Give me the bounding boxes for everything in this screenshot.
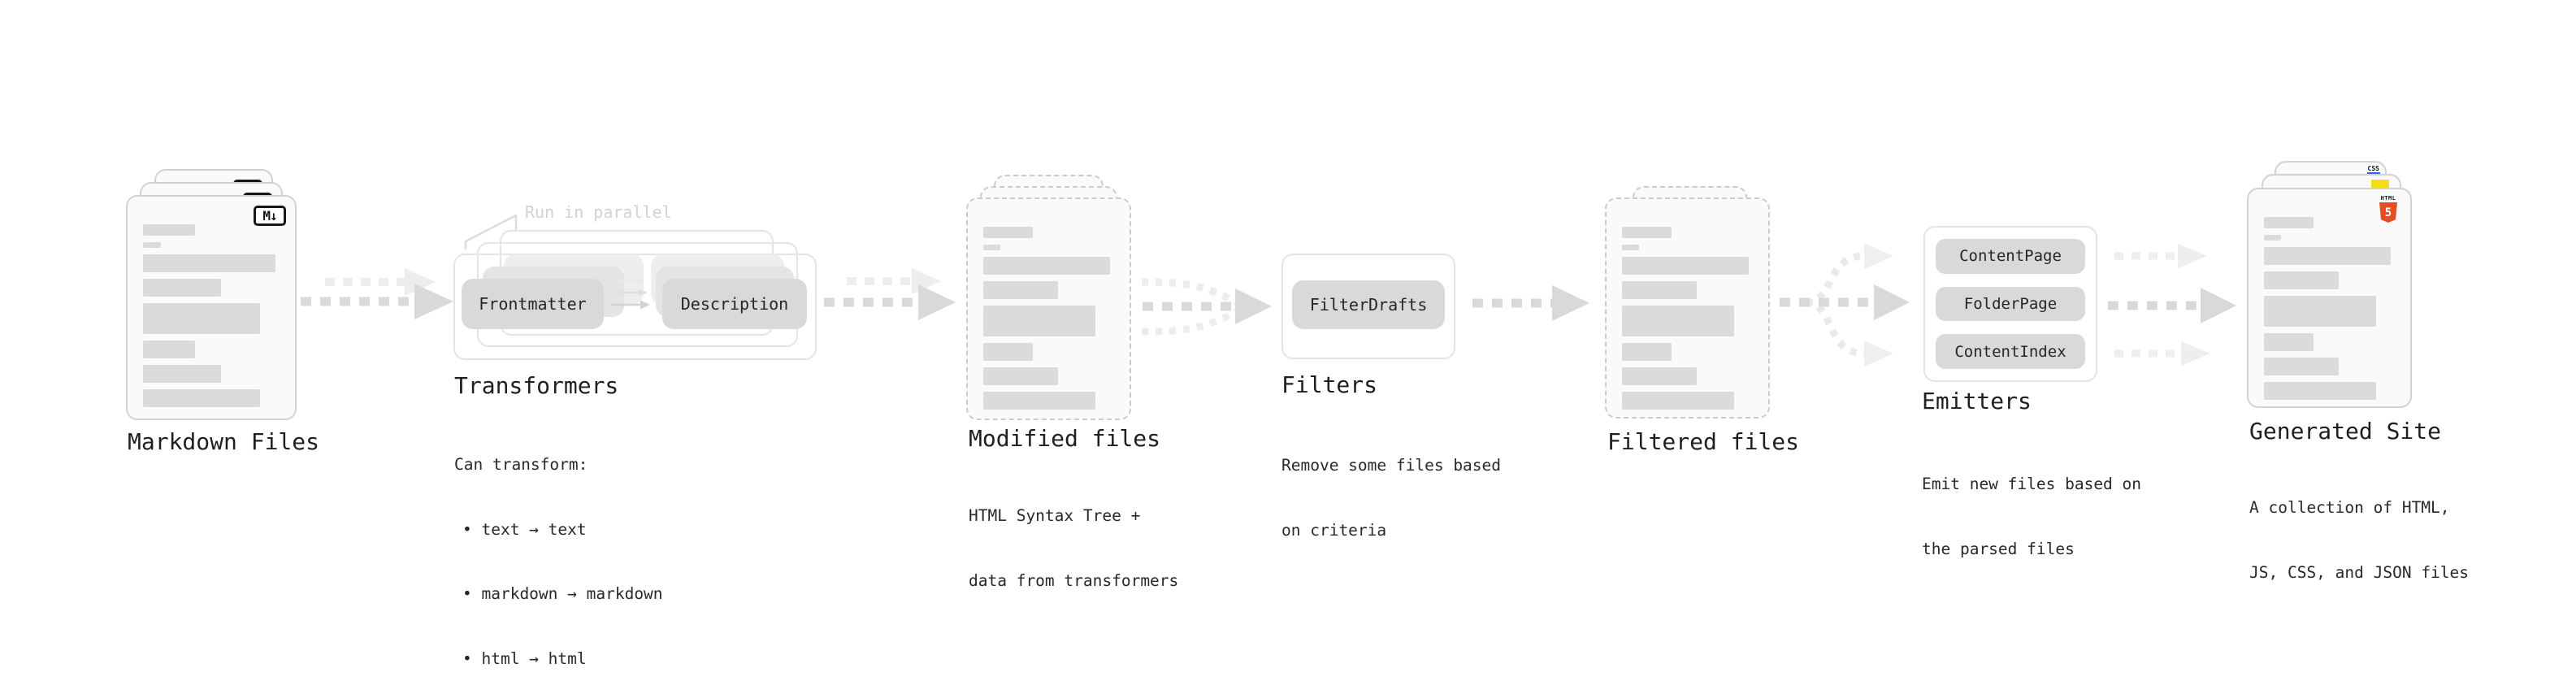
- doc-line: [143, 224, 195, 236]
- doc-line: [983, 227, 1034, 238]
- transformers-caption: Can transform: • text → text • markdown …: [454, 411, 663, 681]
- run-in-parallel-leader-line: [464, 214, 518, 250]
- modified-files-label: Modified files: [969, 425, 1161, 452]
- doc-line: [2264, 271, 2339, 289]
- emitters-frame: ContentPage FolderPage ContentIndex: [1923, 226, 2097, 382]
- css-icon: CSS: [2366, 166, 2380, 175]
- doc-line: [143, 389, 261, 407]
- folderpage-chip: FolderPage: [1936, 286, 2085, 322]
- doc-placeholder-lines: [128, 197, 295, 419]
- js-icon: [2371, 180, 2389, 188]
- filterdrafts-chip: FilterDrafts: [1292, 280, 1445, 329]
- doc-line: [143, 303, 261, 334]
- doc-line: [2264, 333, 2314, 351]
- modified-files-caption: HTML Syntax Tree + data from transformer…: [969, 462, 1178, 635]
- doc-placeholder-lines: [1607, 199, 1768, 417]
- doc-line: [1622, 306, 1735, 336]
- caption-line: Can transform:: [454, 455, 588, 474]
- caption-bullet: • html → html: [462, 648, 587, 668]
- doc-line: [983, 257, 1111, 275]
- doc-line: [983, 281, 1058, 299]
- doc-line: [983, 367, 1058, 385]
- filters-caption: Remove some files based on criteria: [1281, 412, 1501, 584]
- doc-line: [143, 279, 221, 297]
- run-in-parallel-annotation: Run in parallel: [525, 202, 672, 222]
- transformer-inner-arrows: [611, 277, 650, 310]
- caption-bullet: • text → text: [462, 519, 587, 539]
- caption-bullet: • markdown → markdown: [462, 584, 663, 603]
- doc-line: [143, 242, 161, 248]
- emitters-caption: Emit new files based on the parsed files: [1922, 431, 2141, 603]
- contentindex-chip: ContentIndex: [1936, 334, 2085, 370]
- markdown-files-label: Markdown Files: [128, 428, 320, 455]
- arrow-filtered-to-emitters-fanout: [1780, 243, 1910, 367]
- doc-line: [2264, 217, 2314, 228]
- modified-file-card: [966, 197, 1131, 420]
- html5-word: HTML: [2380, 195, 2396, 202]
- doc-line: [143, 365, 221, 383]
- caption-line: the parsed files: [1922, 539, 2075, 558]
- caption-line: on criteria: [1281, 520, 1387, 540]
- html5-icon: HTML 5: [2379, 195, 2398, 223]
- doc-placeholder-lines: [2249, 189, 2410, 406]
- caption-line: JS, CSS, and JSON files: [2249, 562, 2470, 582]
- doc-line: [2264, 247, 2392, 265]
- doc-line: [1622, 257, 1750, 275]
- markdown-icon: M↓: [254, 206, 286, 226]
- caption-line: Remove some files based: [1281, 456, 1502, 475]
- doc-line: [2264, 358, 2339, 375]
- doc-line: [1622, 343, 1672, 361]
- arrow-modified-to-filters-merge: [1141, 278, 1272, 336]
- frontmatter-chip: Frontmatter: [462, 279, 604, 329]
- html5-shield: 5: [2379, 202, 2397, 223]
- doc-line: [983, 306, 1096, 336]
- caption-line: data from transformers: [969, 570, 1179, 590]
- doc-line: [983, 245, 1000, 250]
- doc-line: [1622, 392, 1735, 410]
- arrow-filters-to-filtered: [1472, 285, 1589, 321]
- markdown-file-card: M↓: [126, 195, 297, 420]
- emitters-label: Emitters: [1922, 388, 2032, 414]
- doc-line: [983, 343, 1034, 361]
- doc-line: [1622, 281, 1697, 299]
- caption-line: A collection of HTML,: [2249, 498, 2450, 517]
- arrow-markdown-to-transformers: [301, 268, 453, 319]
- doc-line: [2264, 382, 2377, 400]
- arrows-emitters-to-site: [2108, 244, 2236, 366]
- doc-line: [1622, 245, 1639, 250]
- filtered-files-label: Filtered files: [1607, 428, 1800, 455]
- doc-line: [143, 254, 275, 272]
- doc-placeholder-lines: [968, 199, 1130, 419]
- doc-line: [983, 392, 1096, 410]
- doc-line: [1622, 227, 1672, 238]
- filters-label: Filters: [1281, 371, 1378, 398]
- caption-line: HTML Syntax Tree +: [969, 506, 1141, 525]
- doc-line: [2264, 296, 2377, 327]
- doc-line: [2264, 235, 2281, 241]
- filtered-file-card: [1605, 197, 1770, 419]
- contentpage-chip: ContentPage: [1936, 239, 2085, 274]
- generated-site-label: Generated Site: [2249, 418, 2442, 445]
- site-card-html: HTML 5: [2247, 188, 2412, 408]
- description-chip: Description: [662, 279, 807, 329]
- doc-line: [143, 340, 195, 358]
- doc-line: [1622, 367, 1697, 385]
- generated-site-caption: A collection of HTML, JS, CSS, and JSON …: [2249, 454, 2469, 627]
- caption-line: Emit new files based on: [1922, 475, 2142, 493]
- transformers-label: Transformers: [454, 372, 619, 399]
- arrow-transformers-to-modified: [824, 268, 956, 320]
